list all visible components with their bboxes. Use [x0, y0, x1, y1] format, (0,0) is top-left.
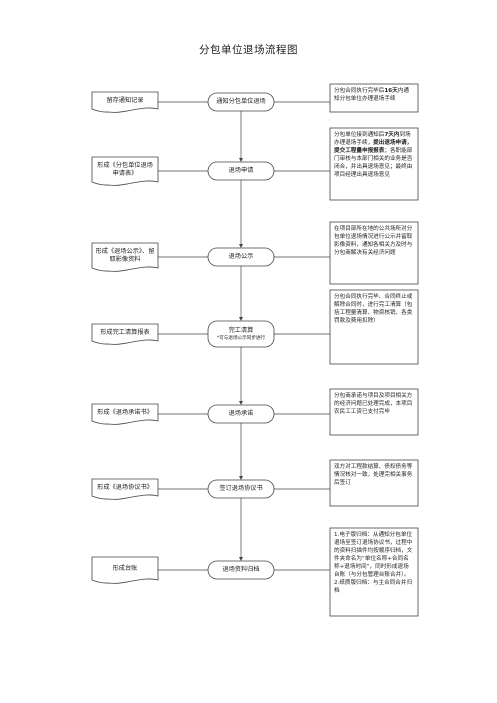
document-shape [91, 556, 159, 584]
step-label: 退场资料归档 [208, 561, 274, 579]
arrowhead [239, 317, 243, 321]
document-label: 形成《退场承诺书》 [97, 408, 153, 416]
note-emphasis: 16天 [384, 88, 398, 94]
step-title: 退场承诺 [228, 410, 254, 417]
step-label: 签订退场协议书 [208, 480, 274, 498]
arrowhead [239, 158, 243, 162]
document-shape [91, 323, 159, 345]
note-segment: 内通知分包单位办理退场手续 [334, 88, 409, 102]
step-title: 签订退场协议书 [219, 485, 263, 492]
note-text: 双方对工程款结算、债权债务等情况核对一致，处理完相关事务后签订 [330, 460, 418, 506]
page-title: 分包单位退场流程图 [199, 44, 298, 56]
note-segment: 分包商承诺与项目及项目相关方的经济问题已处理完成，本项目农民工工资已支付完毕 [334, 393, 413, 415]
note-segment: ；各职能部门审核与本部门相关的业务是否闭合，并出具退场意见；最终由项目经理出具退… [334, 148, 413, 178]
document-label: 形成台账 [112, 564, 138, 572]
note-text: 分包商承诺与项目及项目相关方的经济问题已处理完成，本项目农民工工资已支付完毕 [330, 389, 418, 435]
note-box [329, 527, 419, 617]
note-box [329, 388, 419, 436]
note-segment: 双方对工程款结算、债权债务等情况核对一致，处理完相关事务后签订 [334, 464, 413, 486]
document-shape [91, 156, 159, 186]
step-title: 退场资料归档 [222, 566, 260, 573]
step-label: 完工清算*可与退场公示同步进行 [208, 321, 274, 347]
note-segment: 分包单位接到通知后 [334, 132, 385, 138]
step-subnote: *可与退场公示同步进行 [216, 335, 266, 341]
note-segment: 1.电子版归档：从通知分包单位退场至签订退场协议书，过程中的资料扫描件均按顺序归… [334, 532, 413, 594]
note-box [329, 221, 419, 285]
step-title: 完工清算 [228, 326, 254, 334]
step-label: 通知分包单位退场 [208, 93, 274, 111]
note-text: 在项目部所在地的公共场所对分包单位退场情况进行公示并留取影像资料，通知各相关方及… [330, 222, 418, 284]
step-title: 退场申请 [228, 167, 254, 174]
note-box [329, 83, 419, 113]
arrowhead [239, 401, 243, 405]
note-text: 分包合同执行完毕、合同终止或解除合同时，进行完工清算（包括工程量清算、物资核销、… [330, 290, 418, 364]
note-segment: 在项目部所在地的公共场所对分包单位退场情况进行公示并留取影像资料，通知各相关方及… [334, 226, 413, 256]
document-label: 形成《退场协议书》 [97, 483, 153, 491]
note-segment: 到场办理退场手续， [334, 132, 411, 146]
step-title: 退场公示 [228, 253, 254, 260]
document-label: 形成《分包单位退场申请表》 [97, 161, 153, 177]
document-shape [91, 242, 159, 272]
note-emphasis: 提出退场申请，提交工程量申报报表 [334, 140, 413, 154]
document-label: 形成完工清算报表 [100, 328, 150, 336]
note-text: 1.电子版归档：从通知分包单位退场至签订退场协议书，过程中的资料扫描件均按顺序归… [330, 528, 418, 616]
arrowhead [239, 557, 243, 561]
step-label: 退场公示 [208, 248, 274, 266]
document-shape [91, 403, 159, 425]
arrowhead [239, 476, 243, 480]
document-shape [91, 91, 159, 113]
note-box [329, 127, 419, 201]
document-label: 留存通知记录 [106, 96, 144, 104]
document-shape [91, 478, 159, 500]
step-label: 退场承诺 [208, 405, 274, 423]
step-label: 退场申请 [208, 162, 274, 180]
note-box [329, 289, 419, 365]
step-title: 通知分包单位退场 [216, 98, 266, 105]
note-text: 分包单位接到通知后7天内到场办理退场手续，提出退场申请，提交工程量申报报表；各职… [330, 128, 418, 200]
note-text: 分包合同执行完毕后16天内通知分包单位办理退场手续 [330, 84, 418, 112]
arrowhead [239, 244, 243, 248]
document-label: 形成《退场公示》、留取影像资料 [95, 247, 155, 263]
note-segment: 分包合同执行完毕后 [334, 88, 385, 94]
note-box [329, 459, 419, 507]
note-emphasis: 7天内 [384, 132, 400, 138]
note-segment: 分包合同执行完毕、合同终止或解除合同时，进行完工清算（包括工程量清算、物资核销、… [334, 294, 413, 324]
